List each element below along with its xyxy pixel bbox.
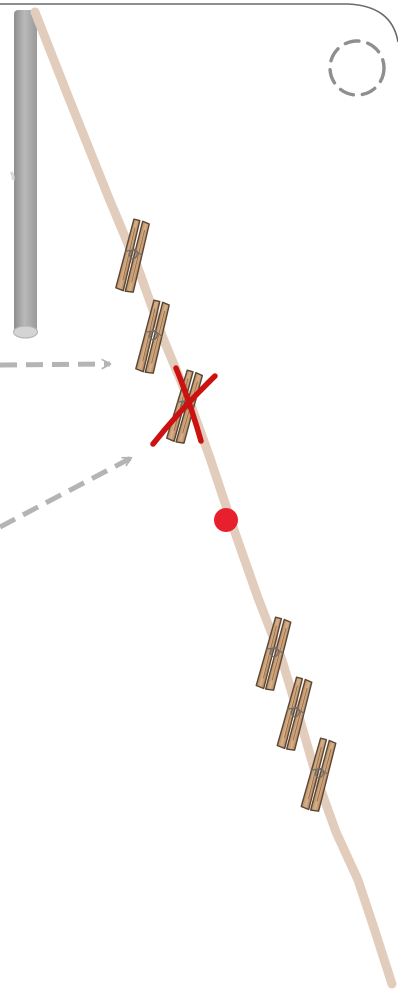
- red-dot-icon: [214, 508, 238, 532]
- rope-icon: [35, 12, 392, 984]
- dashed-circle-icon: [330, 41, 384, 95]
- arrow-upper-icon: [0, 364, 110, 365]
- top-frame-line: [0, 4, 398, 42]
- arrow-lower-icon: [0, 458, 131, 527]
- pole-icon: [11, 10, 38, 338]
